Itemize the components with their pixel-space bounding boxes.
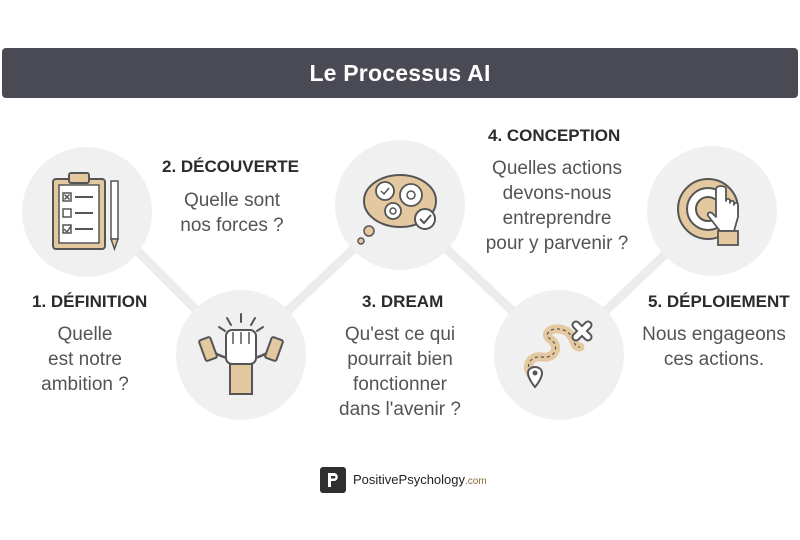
route-map-icon [524, 320, 593, 389]
clipboard-checklist-icon [52, 172, 120, 252]
gears-thought-icon [357, 174, 437, 245]
raised-fist-strength-icon [198, 313, 284, 395]
hand-tap-target-icon [677, 178, 739, 246]
step-4-description: Quelles actions devons-nous entreprendre… [485, 158, 629, 254]
step-5-circle [647, 146, 777, 276]
step-3-title: 3. DREAM [362, 292, 444, 311]
page-title: Le Processus AI [309, 59, 491, 86]
step-1-description: Quelle est notre ambition ? [41, 324, 129, 395]
step-2-circle [176, 290, 306, 420]
brand-name: PositivePsychology [353, 472, 465, 487]
step-5-title: 5. DÉPLOIEMENT [648, 292, 790, 311]
step-5-description: Nous engageons ces actions. [642, 324, 786, 370]
step-3-circle [335, 140, 465, 270]
title-bar: Le Processus AI [2, 48, 798, 98]
step-2-title: 2. DÉCOUVERTE [162, 157, 299, 176]
step-2-description: Quelle sont nos forces ? [180, 190, 284, 236]
step-3-description: Qu'est ce qui pourrait bien fonctionner … [339, 324, 461, 420]
brand-footer: PositivePsychology.com [320, 466, 487, 494]
step-4-circle [494, 290, 624, 420]
brand-logo-icon [320, 467, 346, 493]
step-1-title: 1. DÉFINITION [32, 292, 148, 311]
step-1-circle [22, 147, 152, 277]
step-4-title: 4. CONCEPTION [488, 126, 621, 145]
brand-domain: .com [465, 476, 487, 487]
